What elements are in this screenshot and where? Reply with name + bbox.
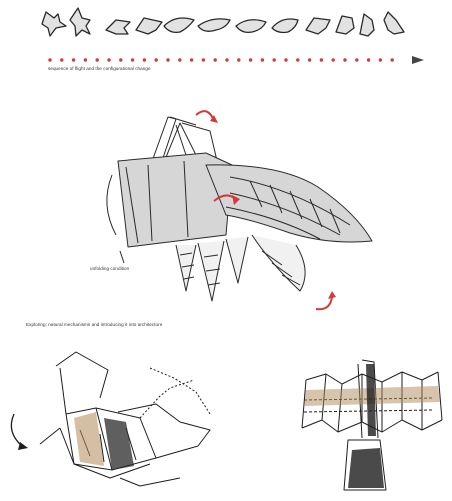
- timeline-dot: [143, 58, 146, 61]
- timeline-dot: [107, 58, 110, 61]
- bird-pose-3: [106, 20, 130, 34]
- arrow-right-icon: [412, 56, 424, 64]
- timeline-dot: [190, 58, 193, 61]
- timeline-dot: [119, 58, 122, 61]
- folded-structure-sketch: [282, 350, 452, 500]
- pavilion-sketch-left: [0, 348, 230, 498]
- timeline-dot: [391, 58, 394, 61]
- timeline-dot: [308, 58, 311, 61]
- timeline-dot: [343, 58, 346, 61]
- timeline-dot: [166, 58, 169, 61]
- timeline-dot: [214, 58, 217, 61]
- bird-pose-11: [360, 14, 374, 36]
- timeline-dot: [60, 58, 63, 61]
- bird-pose-1: [42, 12, 66, 36]
- timeline-dot: [379, 58, 382, 61]
- timeline-dot: [284, 58, 287, 61]
- bird-pose-6: [198, 19, 230, 31]
- timeline-dot: [84, 58, 87, 61]
- wing-mechanism-sketch: [0, 95, 452, 315]
- timeline-dot: [332, 58, 335, 61]
- bird-pose-9: [306, 18, 330, 34]
- timeline-dot: [72, 58, 75, 61]
- timeline-dot: [96, 58, 99, 61]
- timeline-dot: [296, 58, 299, 61]
- bird-pose-7: [236, 20, 266, 33]
- timeline-dot: [48, 58, 51, 61]
- bird-pose-2: [70, 8, 90, 36]
- timeline-dot: [355, 58, 358, 61]
- rotation-arrow-icon: [11, 414, 22, 446]
- unfolding-caption: unfolding condition: [90, 266, 129, 271]
- timeline-dot: [225, 58, 228, 61]
- timeline-dot: [237, 58, 240, 61]
- bird-pose-12: [384, 12, 404, 34]
- bird-pose-4: [136, 18, 162, 34]
- bird-pose-5: [164, 18, 194, 32]
- timeline-dot: [178, 58, 181, 61]
- timeline-dot: [261, 58, 264, 61]
- flight-sequence-strip: [0, 0, 452, 60]
- timeline-dot: [273, 58, 276, 61]
- bird-pose-10: [336, 16, 354, 34]
- timeline-dot: [249, 58, 252, 61]
- flight-sequence-caption: sequence of flight and the configuration…: [48, 66, 151, 71]
- timeline-dot: [202, 58, 205, 61]
- bird-pose-8: [272, 19, 298, 33]
- timeline-dot: [155, 58, 158, 61]
- exploring-caption: Exploring: natural mechanisms and introd…: [26, 322, 162, 327]
- timeline-dot: [367, 58, 370, 61]
- timeline-dot: [320, 58, 323, 61]
- rotation-arrow-icon: [316, 297, 332, 309]
- timeline-dot: [131, 58, 134, 61]
